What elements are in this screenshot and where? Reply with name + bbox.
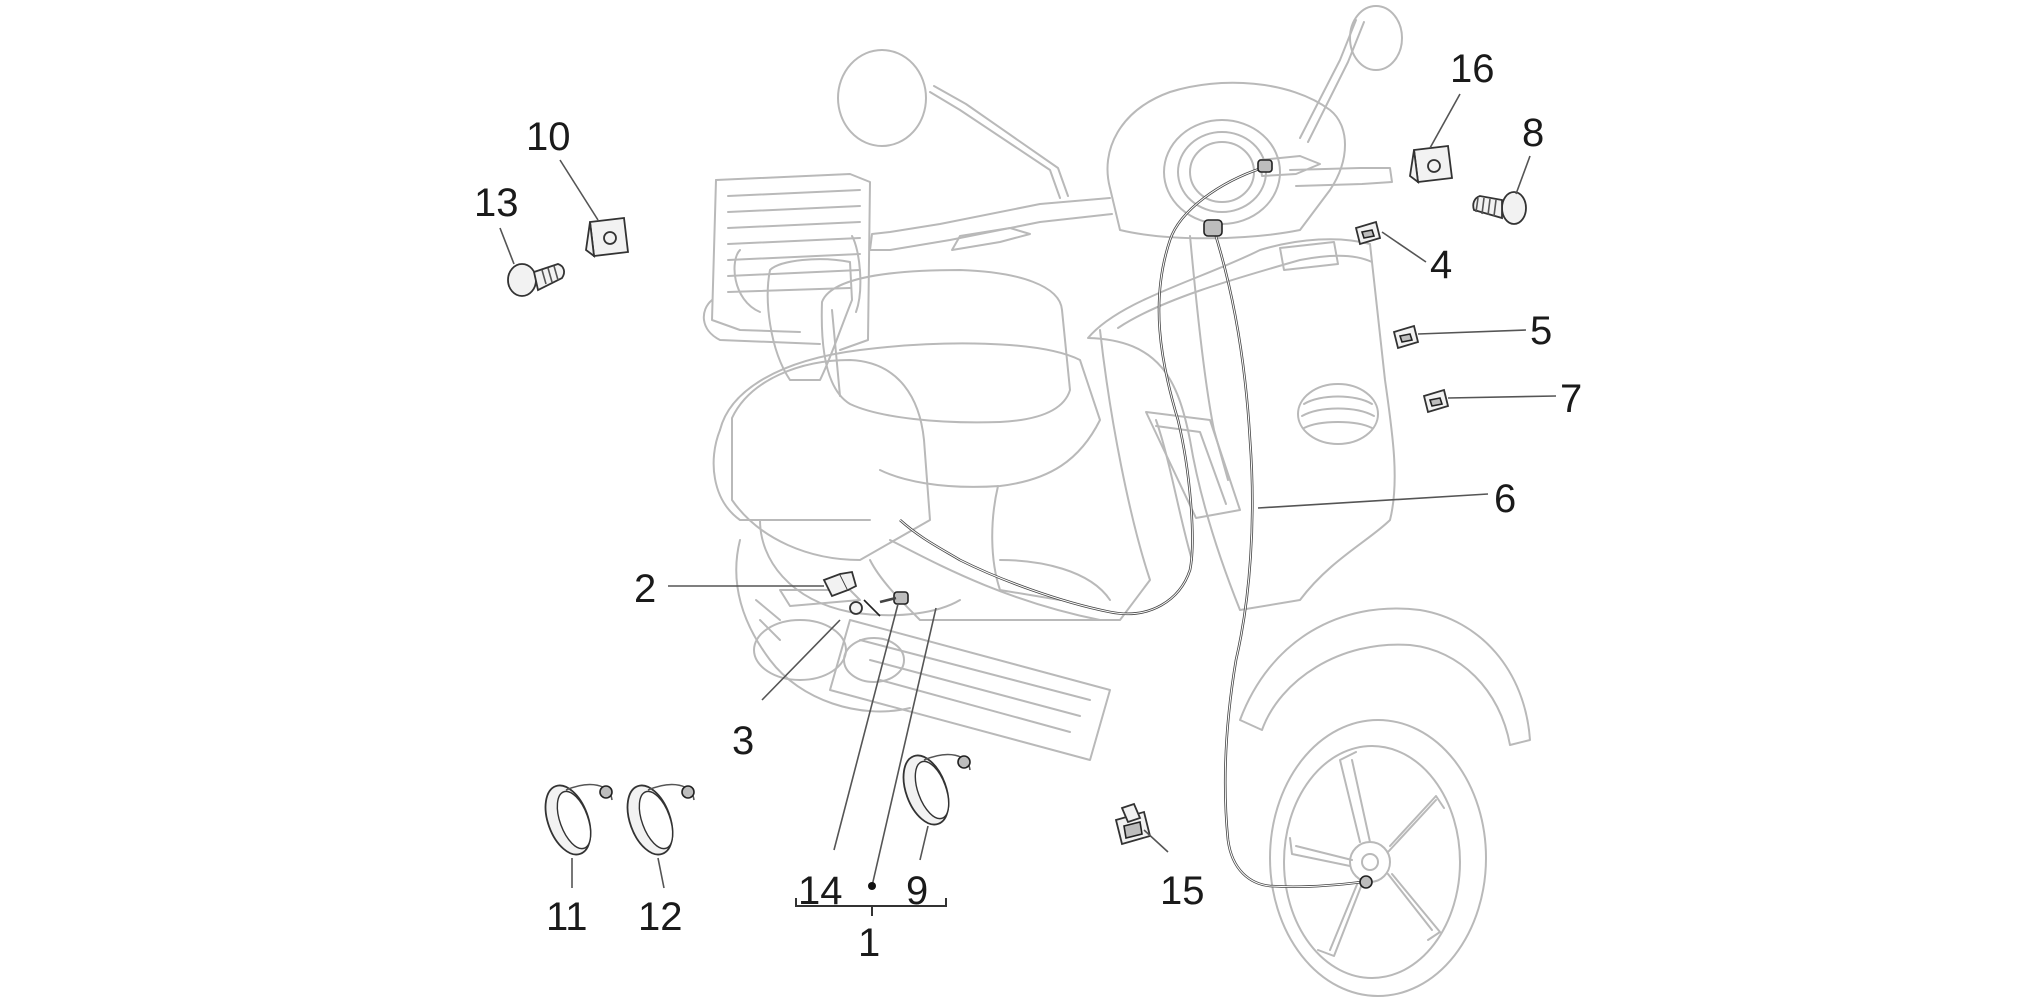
callout-6: 6 bbox=[1494, 477, 1516, 521]
part-3-fitting bbox=[849, 599, 881, 617]
part-7-clip bbox=[1422, 388, 1450, 414]
callout-4: 4 bbox=[1430, 243, 1452, 287]
part-14-cable-end bbox=[879, 591, 909, 605]
cable-harness bbox=[899, 159, 1373, 889]
callout-1: 1 bbox=[858, 921, 880, 965]
part-5-clip bbox=[1392, 324, 1420, 350]
callout-16: 16 bbox=[1450, 47, 1495, 91]
callout-15: 15 bbox=[1160, 869, 1205, 913]
callout-11: 11 bbox=[546, 895, 588, 939]
part-13-screw bbox=[507, 263, 565, 297]
part-12-clamp bbox=[626, 783, 695, 856]
scooter-outline bbox=[702, 5, 1531, 997]
callout-8: 8 bbox=[1522, 111, 1544, 155]
part-9-clamp bbox=[902, 753, 971, 826]
callout-5: 5 bbox=[1530, 309, 1552, 353]
callout-14: 14 bbox=[798, 869, 843, 913]
callout-13: 13 bbox=[474, 181, 519, 225]
callout-12: 12 bbox=[638, 895, 683, 939]
callout-9: 9 bbox=[906, 869, 928, 913]
callout-2: 2 bbox=[634, 567, 656, 611]
part-11-clamp bbox=[544, 783, 613, 856]
callout-7: 7 bbox=[1560, 377, 1582, 421]
part-4-clip bbox=[1354, 220, 1382, 246]
part-10-clip bbox=[585, 217, 629, 258]
callout-labels: 1 2 3 4 5 6 7 8 9 10 11 12 13 14 15 16 bbox=[474, 47, 1582, 965]
callout-3: 3 bbox=[732, 719, 754, 763]
callout-10: 10 bbox=[526, 115, 571, 159]
leader-lines bbox=[499, 93, 1557, 916]
part-16-clip bbox=[1409, 145, 1454, 184]
part-8-screw bbox=[1472, 191, 1527, 225]
part-15-guide bbox=[1114, 802, 1152, 846]
part-2-fitting bbox=[822, 570, 858, 598]
